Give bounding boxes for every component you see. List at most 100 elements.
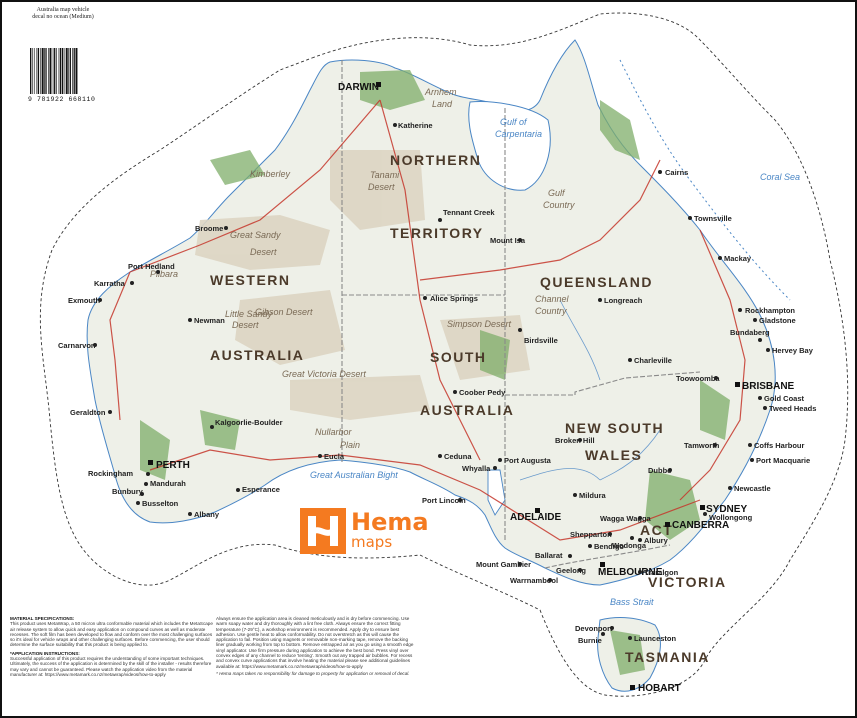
barcode-bar <box>56 48 57 94</box>
city-eucla: Eucla <box>318 452 345 461</box>
region-label: Tanami <box>370 170 400 180</box>
city-launceston: Launceston <box>628 634 677 643</box>
region-label: Arnhem <box>424 87 457 97</box>
state-label-nsw-2: WALES <box>585 447 642 463</box>
svg-text:Bundaberg: Bundaberg <box>730 328 770 337</box>
barcode-bar <box>44 48 46 94</box>
city-port-macquarie: Port Macquarie <box>750 456 810 465</box>
city-mackay: Mackay <box>718 254 752 263</box>
region-label: Country <box>535 306 567 316</box>
svg-text:Mount Isa: Mount Isa <box>490 236 526 245</box>
state-label-sa-1: SOUTH <box>430 349 487 365</box>
svg-text:MELBOURNE: MELBOURNE <box>598 567 663 578</box>
rivers <box>519 299 661 481</box>
svg-text:Charleville: Charleville <box>634 356 672 365</box>
city-port-augusta: Port Augusta <box>498 456 552 465</box>
svg-text:Alice Springs: Alice Springs <box>430 294 478 303</box>
barcode <box>30 48 78 94</box>
barcode-bar <box>31 48 33 94</box>
svg-text:BRISBANE: BRISBANE <box>742 381 795 392</box>
region-label: Coral Sea <box>760 172 800 182</box>
barcode-digits: 9 781922 668110 <box>28 96 96 103</box>
city-carnarvon: Carnarvon <box>58 341 97 350</box>
region-label: Plain <box>340 440 360 450</box>
city-rockhampton: Rockhampton <box>738 306 795 315</box>
svg-text:Port Macquarie: Port Macquarie <box>756 456 810 465</box>
forest-areas <box>140 70 730 675</box>
barcode-bar <box>75 48 78 94</box>
region-label: Little Sandy <box>225 309 273 319</box>
svg-text:Gold Coast: Gold Coast <box>764 394 805 403</box>
city-coffs-harbour: Coffs Harbour <box>748 441 804 450</box>
svg-text:Esperance: Esperance <box>242 485 280 494</box>
city-newcastle: Newcastle <box>728 484 771 493</box>
city-bunbury: Bunbury <box>112 487 144 496</box>
region-label: Country <box>543 200 575 210</box>
state-label-nsw-1: NEW SOUTH <box>565 420 664 436</box>
city-ballarat: Ballarat <box>535 551 572 560</box>
city-karratha: Karratha <box>94 279 134 288</box>
svg-text:Warrnambool: Warrnambool <box>510 576 558 585</box>
city-tweed-heads: Tweed Heads <box>763 404 816 413</box>
application-heading: *APPLICATION INSTRUCTIONS: <box>10 650 80 656</box>
svg-text:Carnarvon: Carnarvon <box>58 341 96 350</box>
region-label: Gulf of <box>500 117 528 127</box>
barcode-bar <box>68 48 69 94</box>
svg-text:Port Augusta: Port Augusta <box>504 456 552 465</box>
region-label: Kimberley <box>250 169 291 179</box>
region-label: Great Australian Bight <box>310 470 398 480</box>
barcode-bar <box>69 48 71 94</box>
city-whyalla: Whyalla <box>462 464 497 473</box>
barcode-bar <box>54 48 56 94</box>
svg-text:Bunbury: Bunbury <box>112 487 144 496</box>
city-cairns: Cairns <box>658 168 688 177</box>
disclaimer: * Hema maps takes no responsibility for … <box>216 670 410 676</box>
city-charleville: Charleville <box>628 356 672 365</box>
city-ceduna: Ceduna <box>438 452 472 461</box>
svg-text:Whyalla: Whyalla <box>462 464 491 473</box>
svg-text:Birdsville: Birdsville <box>524 336 558 345</box>
capital-brisbane: BRISBANE <box>735 381 795 392</box>
city-tamworth: Tamworth <box>684 441 720 450</box>
barcode-bar <box>37 48 40 94</box>
region-label: Bass Strait <box>610 597 654 607</box>
svg-text:Busselton: Busselton <box>142 499 179 508</box>
city-mount-gambier: Mount Gambier <box>476 560 531 569</box>
svg-text:Coffs Harbour: Coffs Harbour <box>754 441 804 450</box>
city-port-hedland: Port Hedland <box>128 262 175 274</box>
material-text: This product uses MetaWrap, a 50 micron … <box>10 621 213 648</box>
region-label: Desert <box>368 182 395 192</box>
svg-text:Burnie: Burnie <box>578 636 602 645</box>
state-label-nt-1: NORTHERN <box>390 152 481 168</box>
city-albury: Albury <box>638 536 669 545</box>
svg-text:Mandurah: Mandurah <box>150 479 186 488</box>
steps-text: Always ensure the application area is cl… <box>216 616 414 669</box>
barcode-bar <box>65 48 68 94</box>
city-busselton: Busselton <box>136 499 179 508</box>
material-heading: MATERIAL SPECIFICATIONS: <box>10 616 75 621</box>
capital-darwin: DARWIN <box>338 82 381 93</box>
svg-text:Devonport: Devonport <box>575 624 613 633</box>
svg-text:Mackay: Mackay <box>724 254 752 263</box>
decal-cut-line <box>39 12 849 697</box>
brand-name: Hema <box>351 508 429 536</box>
city-coober-pedy: Coober Pedy <box>453 388 506 397</box>
svg-text:Mildura: Mildura <box>579 491 606 500</box>
svg-text:Shepparton: Shepparton <box>570 530 612 539</box>
state-label-sa-2: AUSTRALIA <box>420 402 514 418</box>
svg-text:Wodonga: Wodonga <box>612 541 647 550</box>
region-label: Gulf <box>548 188 566 198</box>
city-mandurah: Mandurah <box>144 479 186 488</box>
city-geelong: Geelong <box>556 566 586 575</box>
barcode-bar <box>36 48 38 94</box>
svg-text:Broken Hill: Broken Hill <box>555 436 595 445</box>
city-toowoomba: Toowoomba <box>676 374 720 383</box>
city-tennant-creek: Tennant Creek <box>438 208 495 222</box>
svg-text:Ballarat: Ballarat <box>535 551 563 560</box>
barcode-bar <box>46 48 47 94</box>
svg-text:Tweed Heads: Tweed Heads <box>769 404 816 413</box>
capital-hobart: HOBART <box>630 683 681 694</box>
city-mount-isa: Mount Isa <box>490 236 526 245</box>
svg-text:Gladstone: Gladstone <box>759 316 796 325</box>
barcode-bar <box>40 48 42 94</box>
